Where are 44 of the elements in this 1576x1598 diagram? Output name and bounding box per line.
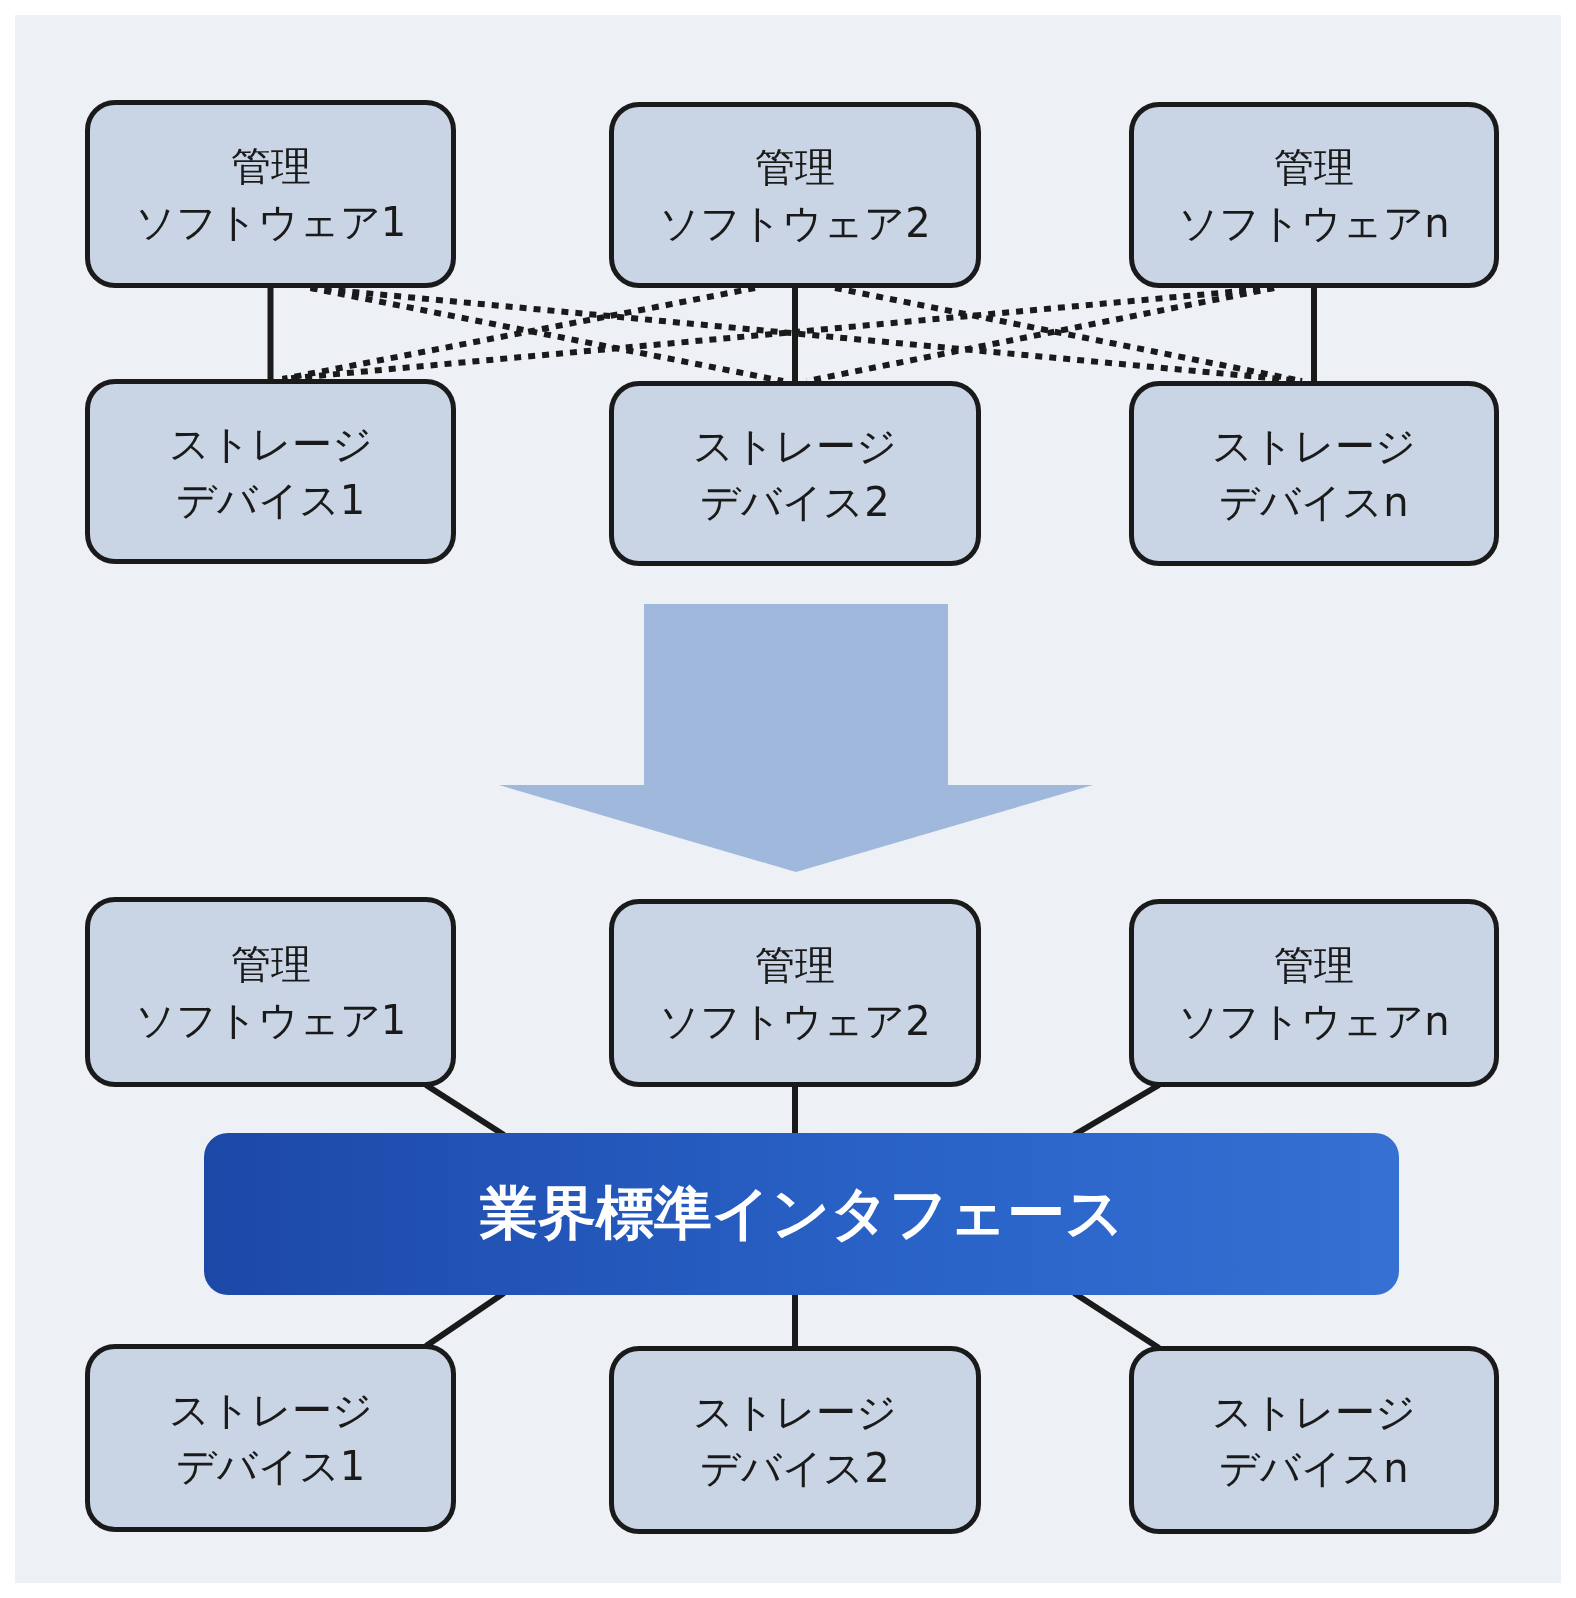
box-label: 管理 — [755, 941, 835, 990]
component-box — [609, 102, 981, 288]
component-box — [85, 897, 456, 1087]
box-label: デバイス1 — [175, 475, 366, 525]
box-label: ストレージ — [693, 421, 897, 471]
component-box — [1129, 381, 1499, 566]
box-label: ソフトウェア2 — [659, 997, 931, 1046]
box-label: デバイス2 — [700, 1444, 890, 1493]
box-label: 管理 — [755, 143, 835, 192]
component-box — [1129, 899, 1499, 1087]
component-box — [85, 379, 456, 564]
box-label: 管理 — [230, 940, 311, 989]
box-label: ストレージ — [168, 1386, 373, 1435]
block-arrow — [499, 604, 1093, 872]
box-label: ストレージ — [168, 419, 373, 469]
component-box — [85, 100, 456, 288]
connector-line — [267, 288, 274, 379]
component-box — [609, 899, 981, 1087]
box-label: 管理 — [1274, 143, 1354, 192]
box-label: デバイス2 — [700, 477, 890, 527]
box-label: ソフトウェアn — [1178, 199, 1450, 248]
connector-line — [792, 1293, 798, 1348]
box-label: ストレージ — [693, 1388, 897, 1437]
box-label: ストレージ — [1212, 421, 1416, 471]
component-box — [1129, 1346, 1499, 1534]
component-box — [1129, 102, 1499, 288]
interface-band — [204, 1133, 1399, 1295]
box-label: ソフトウェア1 — [134, 996, 407, 1045]
box-label: デバイスn — [1219, 477, 1409, 527]
box-label: デバイスn — [1219, 1444, 1409, 1493]
connector-line — [1311, 288, 1317, 381]
component-box — [609, 381, 981, 566]
connector-line — [792, 288, 798, 381]
band-label: 業界標準インタフェース — [479, 1178, 1124, 1249]
component-box — [609, 1346, 981, 1534]
box-label: 管理 — [1274, 941, 1354, 990]
box-label: デバイス1 — [175, 1442, 366, 1491]
box-label: ストレージ — [1212, 1388, 1416, 1437]
box-label: ソフトウェア2 — [659, 199, 931, 248]
box-label: ソフトウェア1 — [134, 198, 407, 247]
component-box — [85, 1344, 456, 1532]
box-label: ソフトウェアn — [1178, 997, 1450, 1046]
connector-line — [792, 1085, 798, 1135]
box-label: 管理 — [230, 142, 311, 191]
